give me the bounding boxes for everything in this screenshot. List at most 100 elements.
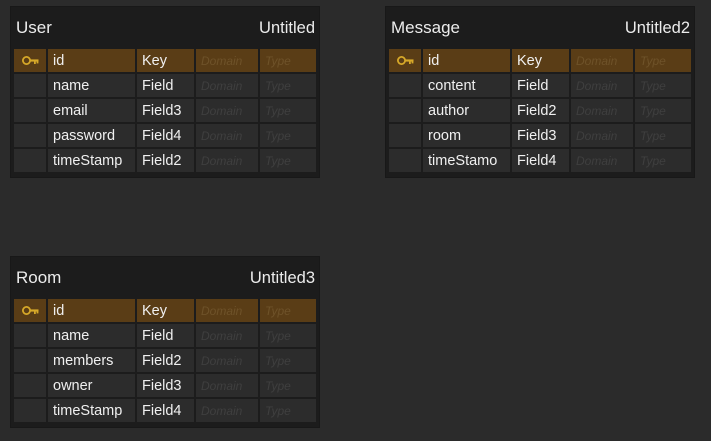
field-key[interactable]: Key <box>137 49 194 72</box>
field-type[interactable]: Type <box>260 49 316 72</box>
field-key[interactable]: Field3 <box>137 99 194 122</box>
field-type[interactable]: Type <box>260 149 316 172</box>
field-type[interactable]: Type <box>260 299 316 322</box>
row-icon-cell <box>14 349 46 372</box>
field-key[interactable]: Field3 <box>137 374 194 397</box>
field-key[interactable]: Field <box>137 324 194 347</box>
field-domain[interactable]: Domain <box>196 299 258 322</box>
table-row[interactable]: name Field Domain Type <box>14 324 316 347</box>
field-domain[interactable]: Domain <box>571 49 633 72</box>
field-key[interactable]: Field <box>137 74 194 97</box>
field-key[interactable]: Key <box>137 299 194 322</box>
field-name[interactable]: content <box>423 74 510 97</box>
row-icon-cell <box>14 299 46 322</box>
field-key[interactable]: Field4 <box>137 124 194 147</box>
field-domain[interactable]: Domain <box>196 124 258 147</box>
field-domain[interactable]: Domain <box>571 74 633 97</box>
field-name[interactable]: id <box>48 299 135 322</box>
field-type[interactable]: Type <box>635 149 691 172</box>
table-row[interactable]: members Field2 Domain Type <box>14 349 316 372</box>
field-name[interactable]: email <box>48 99 135 122</box>
row-icon-cell <box>389 74 421 97</box>
field-name[interactable]: owner <box>48 374 135 397</box>
entity-table-room[interactable]: Room Untitled3 id Key Domain Type name F… <box>11 257 319 427</box>
entity-rows: id Key Domain Type name Field Domain Typ… <box>11 299 319 427</box>
row-icon-cell <box>14 324 46 347</box>
field-key[interactable]: Field2 <box>137 349 194 372</box>
field-domain[interactable]: Domain <box>196 49 258 72</box>
field-key[interactable]: Key <box>512 49 569 72</box>
field-type[interactable]: Type <box>260 399 316 422</box>
key-icon <box>396 56 414 65</box>
key-icon <box>21 306 39 315</box>
field-domain[interactable]: Domain <box>196 149 258 172</box>
row-icon-cell <box>14 74 46 97</box>
entity-name: Message <box>391 18 460 37</box>
entity-alias: Untitled <box>259 18 315 37</box>
field-name[interactable]: id <box>423 49 510 72</box>
field-name[interactable]: name <box>48 324 135 347</box>
field-key[interactable]: Field3 <box>512 124 569 147</box>
field-key[interactable]: Field <box>512 74 569 97</box>
entity-table-user[interactable]: User Untitled id Key Domain Type name Fi… <box>11 7 319 177</box>
field-type[interactable]: Type <box>635 74 691 97</box>
field-type[interactable]: Type <box>260 99 316 122</box>
field-type[interactable]: Type <box>635 124 691 147</box>
field-type[interactable]: Type <box>635 49 691 72</box>
row-icon-cell <box>389 124 421 147</box>
field-domain[interactable]: Domain <box>196 399 258 422</box>
table-row[interactable]: timeStamp Field4 Domain Type <box>14 399 316 422</box>
key-icon <box>21 56 39 65</box>
row-icon-cell <box>14 399 46 422</box>
field-domain[interactable]: Domain <box>196 99 258 122</box>
field-name[interactable]: author <box>423 99 510 122</box>
field-name[interactable]: timeStamp <box>48 149 135 172</box>
entity-header[interactable]: User Untitled <box>11 7 319 49</box>
field-key[interactable]: Field2 <box>512 99 569 122</box>
field-type[interactable]: Type <box>635 99 691 122</box>
row-icon-cell <box>14 124 46 147</box>
table-row[interactable]: email Field3 Domain Type <box>14 99 316 122</box>
field-name[interactable]: id <box>48 49 135 72</box>
table-row[interactable]: id Key Domain Type <box>389 49 691 72</box>
field-domain[interactable]: Domain <box>571 99 633 122</box>
field-type[interactable]: Type <box>260 124 316 147</box>
entity-header[interactable]: Message Untitled2 <box>386 7 694 49</box>
table-row[interactable]: room Field3 Domain Type <box>389 124 691 147</box>
table-row[interactable]: timeStamo Field4 Domain Type <box>389 149 691 172</box>
field-type[interactable]: Type <box>260 374 316 397</box>
table-row[interactable]: content Field Domain Type <box>389 74 691 97</box>
table-row[interactable]: id Key Domain Type <box>14 49 316 72</box>
field-name[interactable]: timeStamp <box>48 399 135 422</box>
table-row[interactable]: name Field Domain Type <box>14 74 316 97</box>
table-row[interactable]: password Field4 Domain Type <box>14 124 316 147</box>
field-domain[interactable]: Domain <box>196 349 258 372</box>
table-row[interactable]: owner Field3 Domain Type <box>14 374 316 397</box>
field-key[interactable]: Field2 <box>137 149 194 172</box>
entity-alias: Untitled3 <box>249 268 315 287</box>
field-key[interactable]: Field4 <box>137 399 194 422</box>
entity-rows: id Key Domain Type content Field Domain … <box>386 49 694 177</box>
entity-name: Room <box>16 268 62 287</box>
field-type[interactable]: Type <box>260 324 316 347</box>
field-domain[interactable]: Domain <box>571 124 633 147</box>
field-name[interactable]: room <box>423 124 510 147</box>
entity-table-message[interactable]: Message Untitled2 id Key Domain Type con… <box>386 7 694 177</box>
field-key[interactable]: Field4 <box>512 149 569 172</box>
field-type[interactable]: Type <box>260 349 316 372</box>
table-row[interactable]: id Key Domain Type <box>14 299 316 322</box>
field-name[interactable]: timeStamo <box>423 149 510 172</box>
field-domain[interactable]: Domain <box>196 374 258 397</box>
field-domain[interactable]: Domain <box>571 149 633 172</box>
field-name[interactable]: members <box>48 349 135 372</box>
field-type[interactable]: Type <box>260 74 316 97</box>
table-row[interactable]: timeStamp Field2 Domain Type <box>14 149 316 172</box>
entity-header[interactable]: Room Untitled3 <box>11 257 319 299</box>
field-domain[interactable]: Domain <box>196 74 258 97</box>
row-icon-cell <box>389 99 421 122</box>
field-domain[interactable]: Domain <box>196 324 258 347</box>
field-name[interactable]: name <box>48 74 135 97</box>
row-icon-cell <box>14 99 46 122</box>
table-row[interactable]: author Field2 Domain Type <box>389 99 691 122</box>
field-name[interactable]: password <box>48 124 135 147</box>
